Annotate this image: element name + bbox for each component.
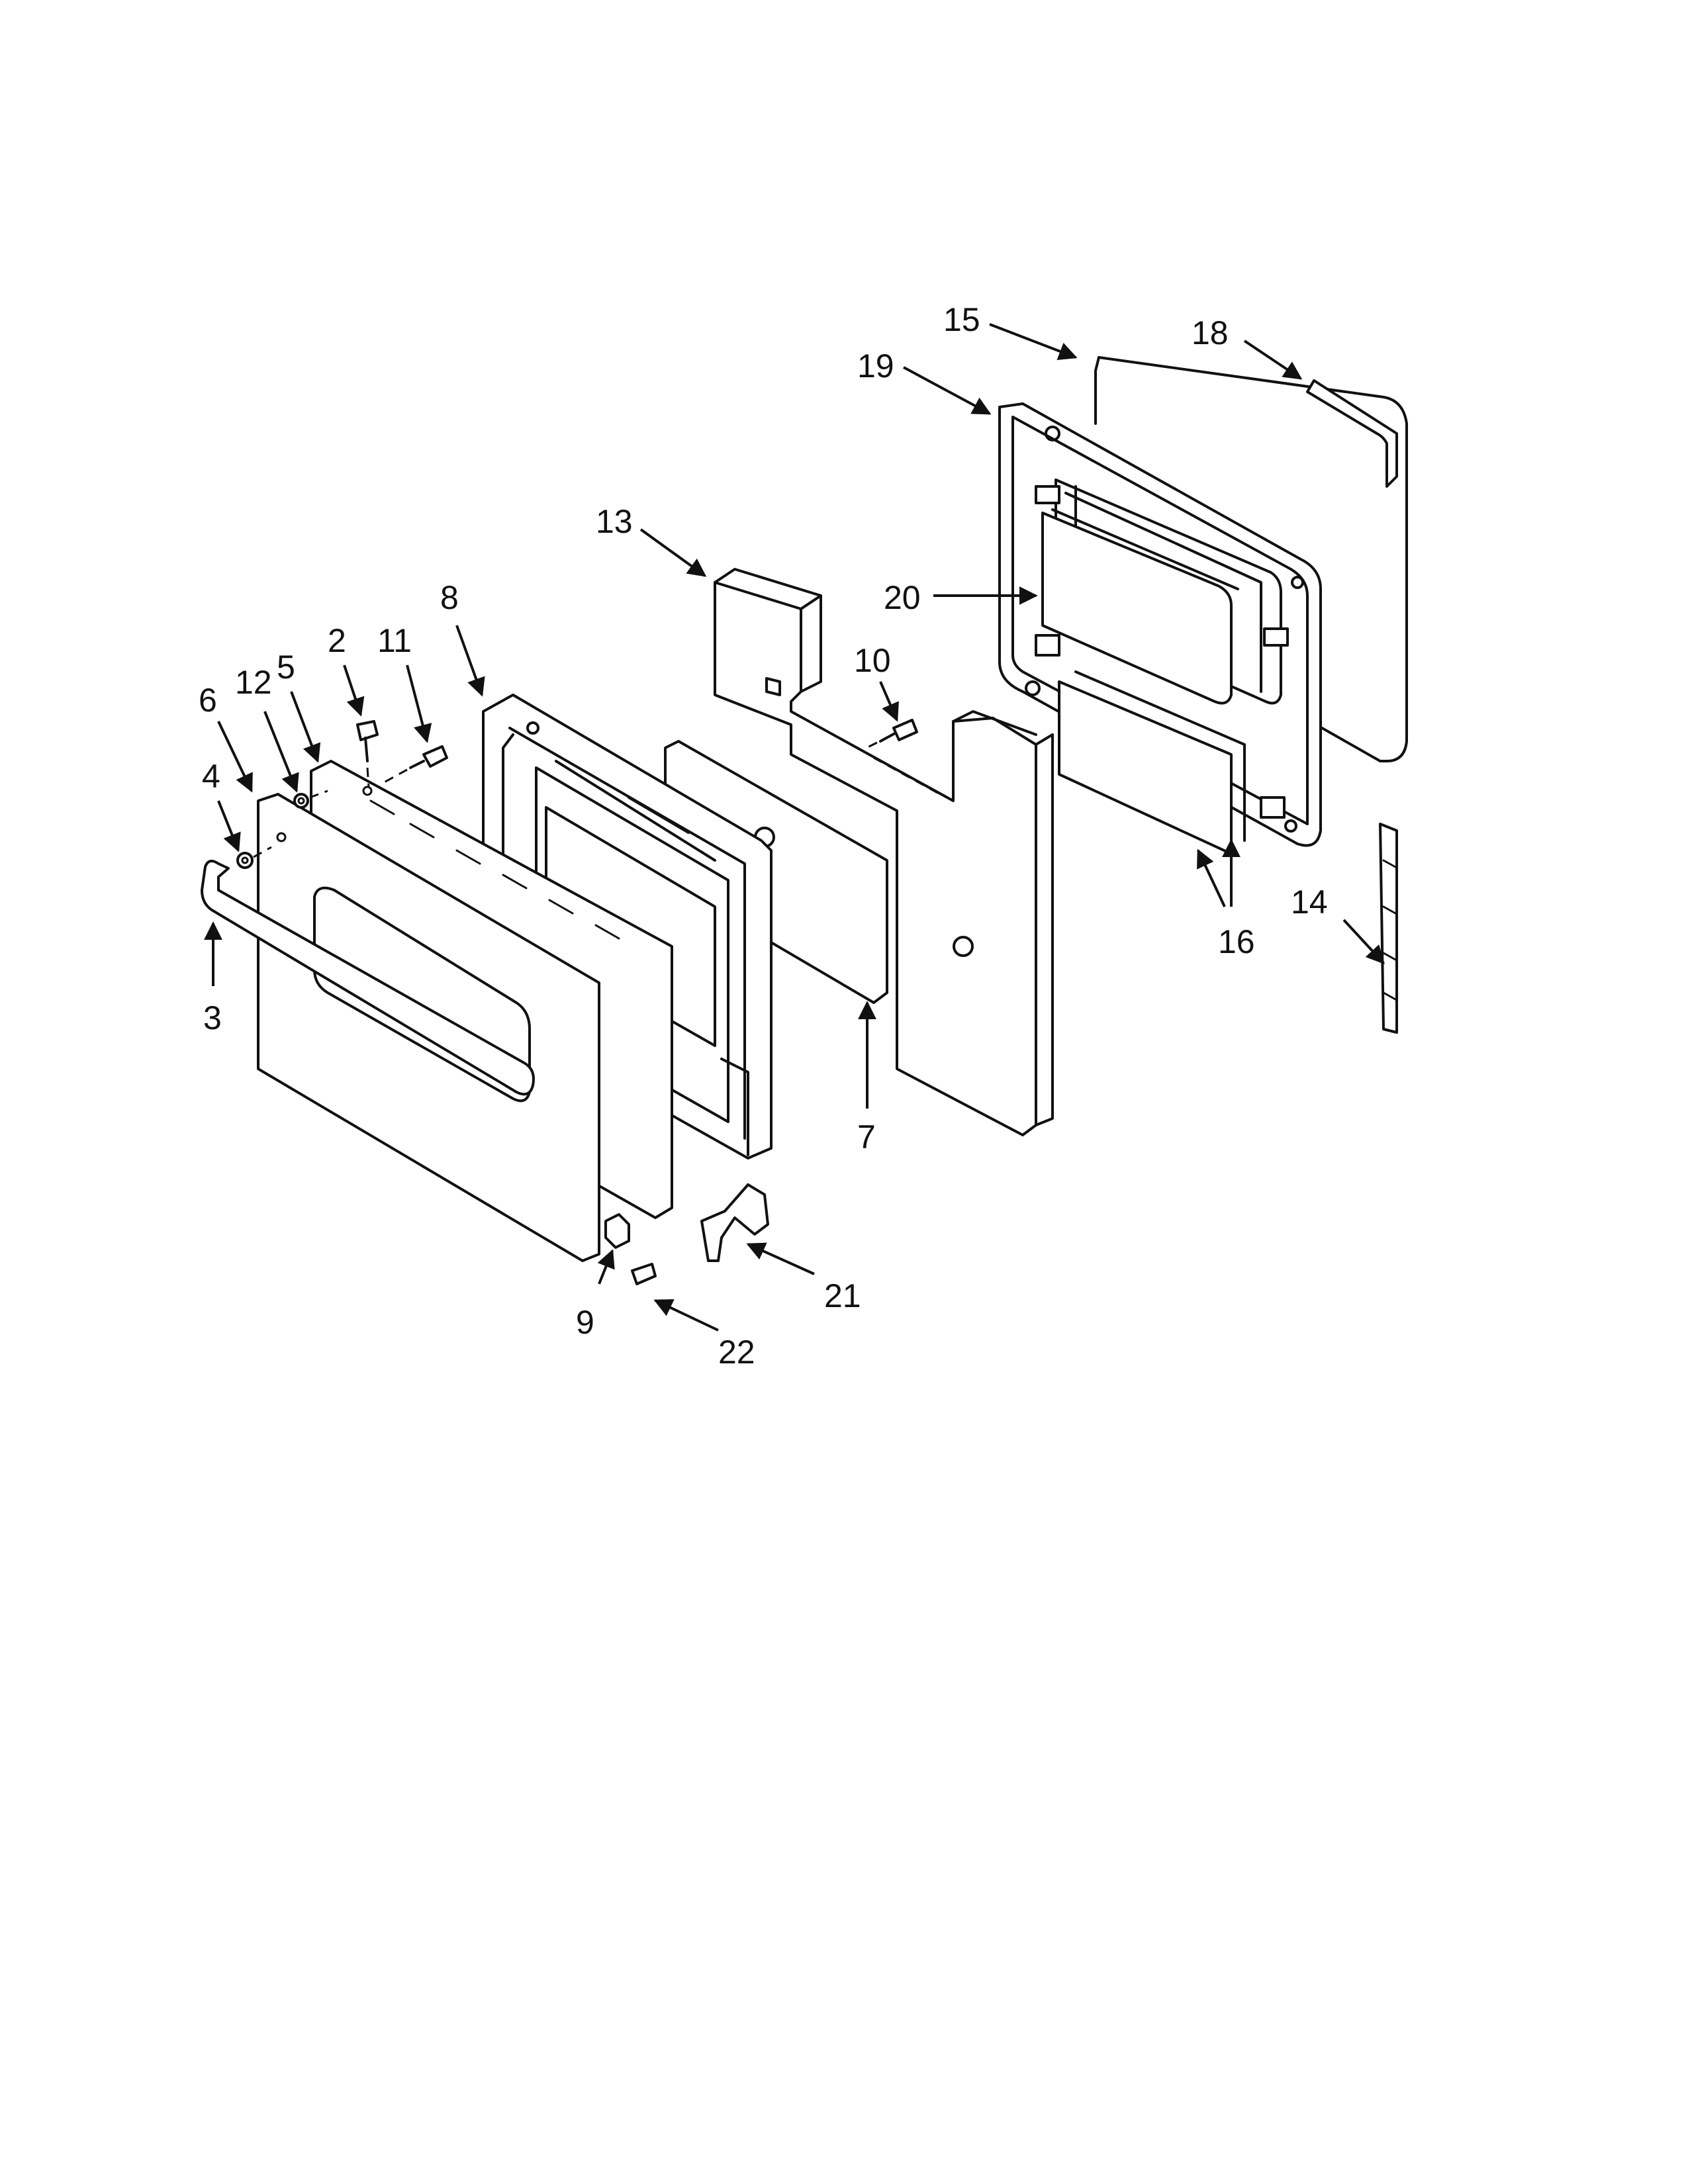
callout-22: 22 (718, 1334, 755, 1371)
callout-8: 8 (440, 579, 459, 616)
callout-13: 13 (596, 503, 633, 540)
callout-2: 2 (328, 622, 346, 659)
callout-5: 5 (277, 649, 295, 686)
callout-16: 16 (1218, 923, 1255, 960)
inner-window-glass (1041, 508, 1239, 705)
callout-labels: 15 18 19 13 20 8 2 11 10 12 5 6 4 3 7 16… (199, 301, 1328, 1371)
callout-14: 14 (1291, 884, 1328, 921)
callout-11: 11 (377, 622, 412, 659)
callout-20: 20 (884, 579, 921, 616)
callout-19: 19 (857, 347, 894, 385)
callout-3: 3 (203, 999, 222, 1036)
callout-15: 15 (943, 301, 980, 338)
callout-4: 4 (202, 758, 220, 795)
door-insulation (714, 568, 1054, 1136)
hardware (236, 719, 941, 1285)
hinge-slot-bracket (1379, 823, 1398, 1034)
callout-18: 18 (1192, 314, 1229, 351)
callout-9: 9 (576, 1304, 594, 1341)
callout-10: 10 (854, 642, 891, 679)
callout-7: 7 (857, 1118, 876, 1156)
callout-6: 6 (199, 682, 217, 719)
callout-21: 21 (824, 1277, 861, 1314)
gasket-clip (1306, 379, 1398, 488)
door-handle (201, 860, 535, 1096)
leader-lines (204, 323, 1385, 1332)
callout-12: 12 (235, 664, 272, 701)
